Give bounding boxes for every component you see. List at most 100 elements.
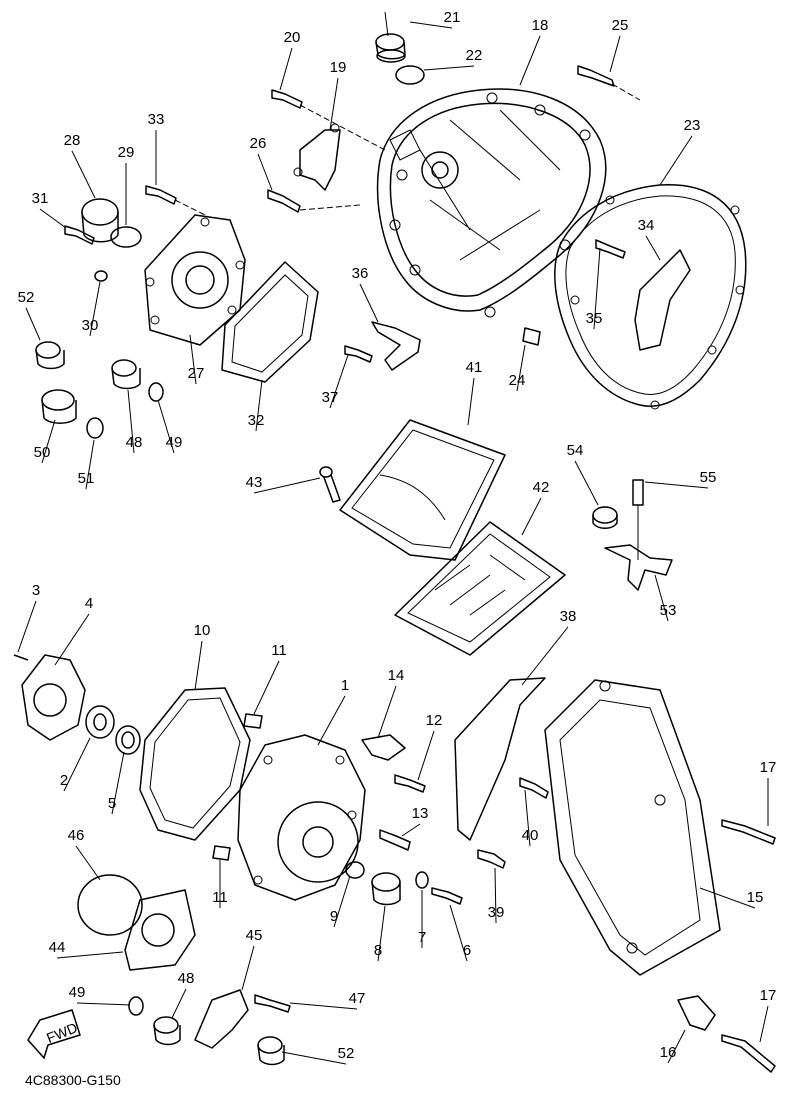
leader-line-53 (654, 574, 669, 622)
leader-line-46 (75, 845, 101, 881)
callout-43: 43 (246, 474, 263, 491)
bolt-12 (394, 774, 426, 793)
cover-15 (544, 679, 721, 976)
leader-line-26 (257, 153, 273, 191)
callout-54: 54 (567, 442, 584, 459)
callout-48: 48 (178, 970, 195, 987)
leader-line-44 (56, 951, 124, 959)
callout-41: 41 (466, 359, 483, 376)
callout-36: 36 (352, 265, 369, 282)
leader-line-30 (89, 281, 101, 337)
leader-line-40 (524, 789, 531, 847)
bolt-40 (519, 777, 549, 799)
cover-19 (293, 123, 341, 191)
rotor-4 (21, 654, 86, 741)
bolt-31 (64, 225, 95, 245)
callout-46: 46 (68, 827, 85, 844)
callout-17: 17 (760, 759, 777, 776)
cap-21 (375, 11, 406, 63)
callout-18: 18 (532, 17, 549, 34)
callout-19: 19 (330, 59, 347, 76)
bolt-20 (271, 89, 386, 151)
washer-30 (94, 270, 108, 282)
leader-line-55 (644, 481, 709, 489)
callout-52: 52 (338, 1045, 355, 1062)
leader-line-35 (593, 247, 601, 330)
bolt-33 (145, 185, 206, 216)
bolt-39 (477, 849, 506, 869)
callout-24: 24 (509, 372, 526, 389)
callout-48: 48 (126, 434, 143, 451)
leader-line-42 (521, 497, 542, 536)
bracket-45 (194, 989, 249, 1049)
callout-1: 1 (341, 677, 349, 694)
plug-50 (41, 389, 77, 424)
clutch-cover-18 (376, 88, 607, 318)
leader-line-27 (189, 334, 197, 385)
leader-line-9 (333, 875, 351, 928)
bracket-36 (371, 321, 421, 371)
callout-30: 30 (82, 317, 99, 334)
callout-35: 35 (586, 310, 603, 327)
o-ring-46 (77, 874, 143, 936)
leader-line-52 (281, 1051, 347, 1065)
bolt-17-bottom (721, 1034, 776, 1073)
callout-27: 27 (188, 365, 205, 382)
dowel-11-top (243, 713, 263, 729)
callout-38: 38 (560, 608, 577, 625)
leader-line-8 (377, 905, 386, 962)
plug-8 (371, 872, 401, 906)
callout-5: 5 (108, 795, 116, 812)
callout-9: 9 (330, 908, 338, 925)
reference-code: 4C88300-G150 (25, 1072, 121, 1088)
callout-3: 3 (32, 582, 40, 599)
washer-54 (592, 506, 618, 529)
leader-line-16 (667, 1029, 686, 1064)
callout-31: 31 (32, 190, 49, 207)
callout-50: 50 (34, 444, 51, 461)
leader-line-31 (39, 208, 67, 229)
callout-25: 25 (612, 17, 629, 34)
callout-51: 51 (78, 470, 95, 487)
callout-16: 16 (660, 1044, 677, 1061)
leader-line-48 (171, 988, 187, 1019)
callout-52: 52 (18, 289, 35, 306)
leader-line-22 (423, 65, 475, 71)
leader-line-45 (241, 945, 255, 991)
callout-17: 17 (760, 987, 777, 1004)
leader-line-37 (329, 354, 349, 409)
callout-11: 11 (271, 642, 287, 659)
cover-41 (339, 419, 506, 561)
bolt-35 (595, 239, 626, 259)
bolt-47 (254, 994, 291, 1013)
bracket-14 (361, 734, 406, 761)
plug-52-top (35, 341, 65, 370)
leader-line-50 (41, 419, 56, 464)
leader-line-25 (609, 35, 621, 73)
o-ring-49-bottom (128, 996, 144, 1016)
callout-49: 49 (166, 434, 183, 451)
callout-13: 13 (412, 805, 429, 822)
o-ring-29 (110, 226, 142, 248)
leader-line-18 (519, 35, 541, 86)
leader-line-41 (467, 377, 475, 426)
leader-line-51 (85, 439, 95, 490)
callout-23: 23 (684, 117, 701, 134)
callout-53: 53 (660, 602, 677, 619)
plug-52-bottom (257, 1036, 285, 1066)
leader-line-43 (253, 477, 321, 494)
leader-line-54 (574, 460, 599, 506)
leader-line-6 (449, 904, 468, 962)
gasket-32 (221, 261, 319, 383)
callout-49: 49 (69, 984, 86, 1001)
callout-44: 44 (49, 939, 66, 956)
bolt-43 (319, 466, 341, 503)
leader-line-3 (17, 600, 37, 653)
bolt-25 (577, 65, 641, 101)
leader-line-21 (409, 21, 453, 29)
callout-22: 22 (466, 47, 483, 64)
bolt-6 (431, 887, 463, 905)
gasket-10 (139, 687, 251, 841)
pin-3 (13, 654, 29, 661)
callout-11: 11 (212, 889, 228, 906)
